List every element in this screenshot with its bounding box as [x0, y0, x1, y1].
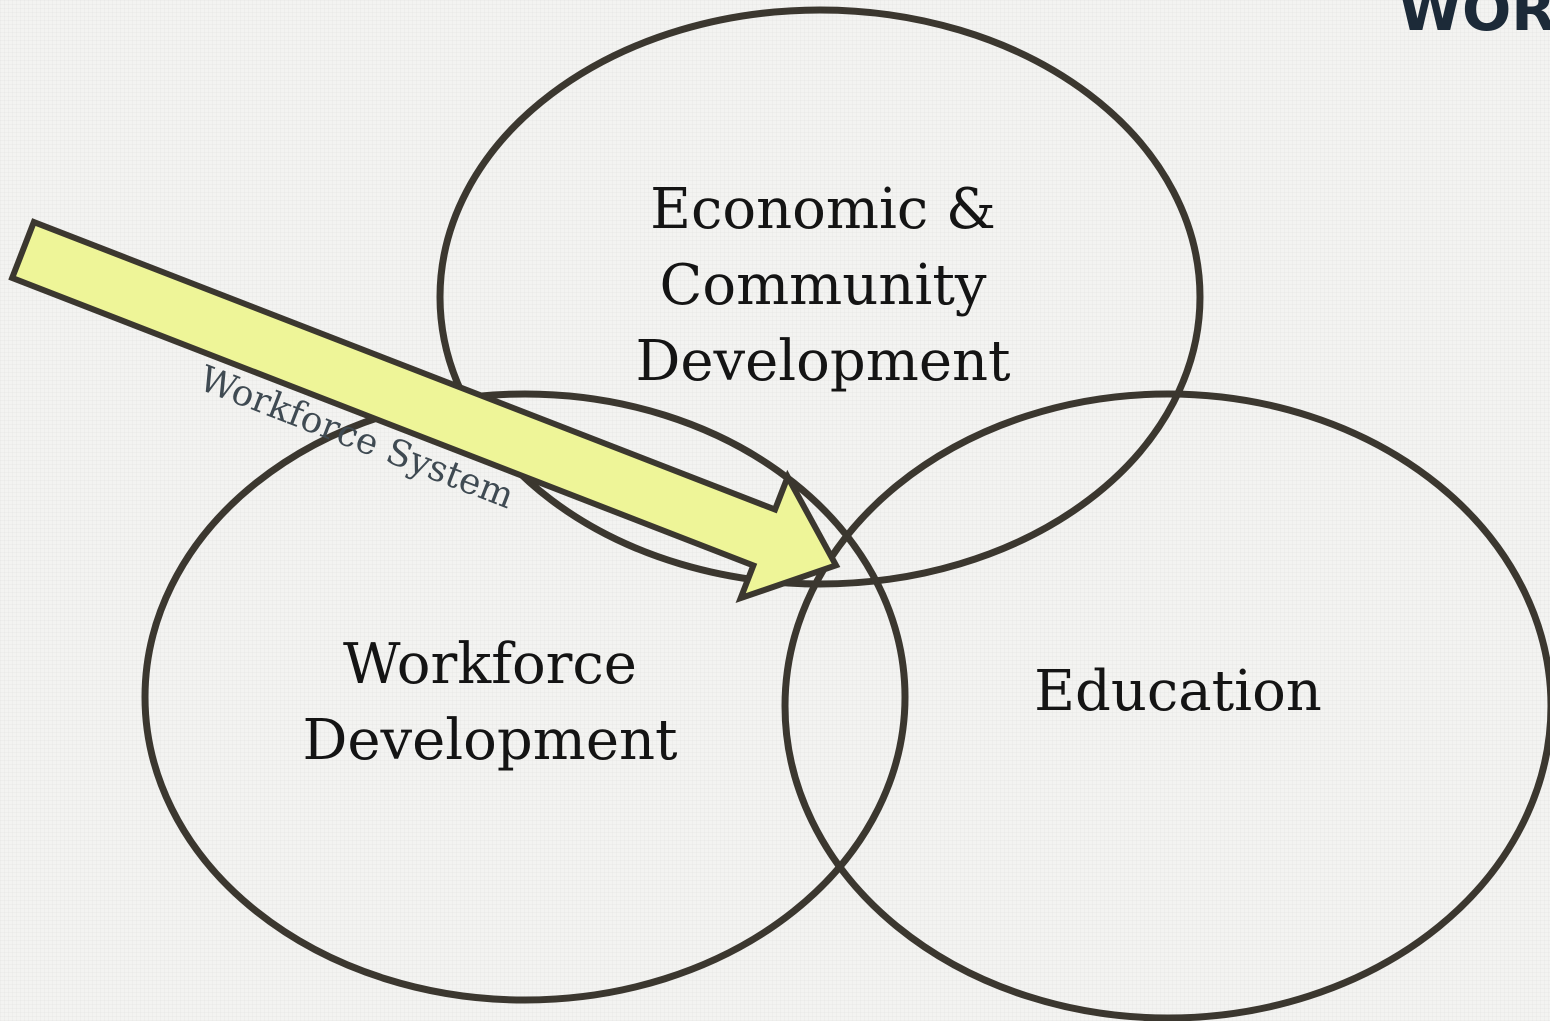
circle-education: [781, 390, 1550, 1021]
label-economic-line-2: Community: [660, 253, 987, 318]
label-workforce-development: Workforce Development: [302, 632, 678, 773]
label-economic-community-development: Economic & Community Development: [635, 177, 1011, 394]
label-economic-line-3: Development: [635, 329, 1011, 394]
label-education: Education: [1034, 659, 1322, 724]
arrow-shape: [8, 218, 841, 604]
label-workforce-line-1: Workforce: [343, 632, 637, 697]
circle-workforce-development: [141, 390, 909, 1004]
circle-economic-community-development: [436, 6, 1204, 588]
label-education-line-1: Education: [1034, 659, 1322, 724]
label-economic-line-1: Economic &: [650, 177, 996, 242]
label-workforce-line-2: Development: [302, 708, 678, 773]
corner-logo-text: WOR: [1398, 0, 1550, 44]
